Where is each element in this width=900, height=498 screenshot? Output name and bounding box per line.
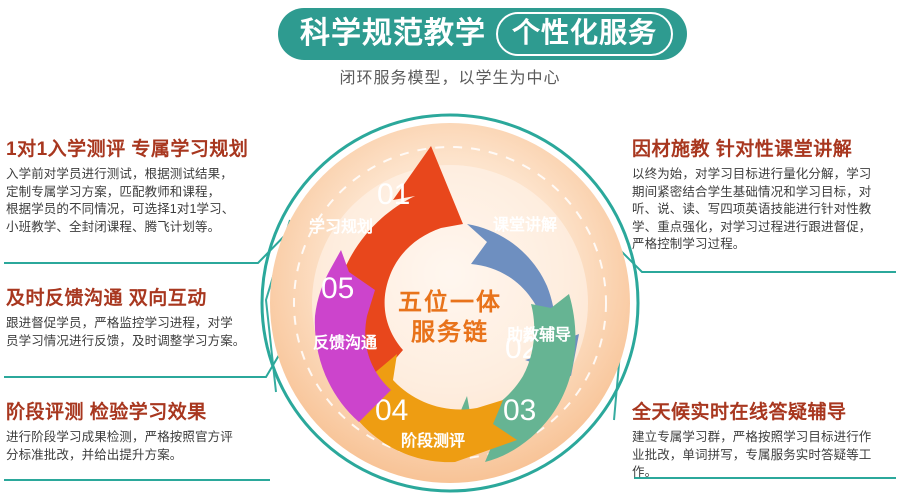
wheel-segment-05-label: 反馈沟通 — [313, 333, 377, 352]
wheel-segment-05[interactable]: 05 反馈沟通 — [313, 250, 391, 422]
header-badge-pill-text: 个性化服务 — [496, 12, 674, 56]
block-bottom-right: 全天候实时在线答疑辅导 建立专属学习群，严格按照学习目标进行作 业批改，单词拼写… — [632, 397, 898, 482]
wheel-segment-03-number: 03 — [503, 394, 536, 427]
block-bottom-right-line-3: 作。 — [632, 465, 658, 479]
wheel-segment-04-label: 阶段测评 — [401, 431, 465, 450]
block-middle-left-line-1: 跟进督促学员，严格监控学习进程，对学 — [6, 316, 233, 330]
wheel-segment-04[interactable]: 04 阶段测评 — [349, 354, 517, 463]
block-top-left-line-4: 小班教学、全封闭课程、腾飞计划等。 — [6, 219, 221, 234]
header: 科学规范教学 个性化服务 闭环服务模型，以学生为中心 — [0, 0, 900, 105]
block-middle-left: 及时反馈沟通 双向互动 跟进督促学员，严格监控学习进程，对学 员学习情况进行反馈… — [6, 283, 274, 350]
block-bottom-right-line-1: 建立专属学习群，严格按照学习目标进行作 — [632, 430, 872, 444]
header-subtitle: 闭环服务模型，以学生为中心 — [339, 70, 561, 87]
block-top-left-line-1: 入学前对学员进行测试，根据测试结果， — [6, 167, 233, 181]
block-top-right-line-5: 严格控制学习过程。 — [632, 237, 746, 251]
wheel-segment-01-label: 学习规划 — [309, 217, 373, 236]
block-top-left-line-2: 定制专属学习方案，匹配教师和课程， — [6, 184, 221, 199]
block-bottom-right-title: 全天候实时在线答疑辅导 — [632, 402, 847, 423]
connector-middle-left — [4, 349, 283, 378]
service-chain-wheel: 01 学习规划 02 课堂讲解 03 助教辅导 04 阶段测评 05 反馈沟通 — [260, 113, 640, 493]
wheel-center-line1: 五位一体 — [398, 288, 502, 316]
block-bottom-left-line-1: 进行阶段学习成果检测，严格按照官方评 — [6, 430, 233, 444]
block-bottom-left-title: 阶段评测 检验学习效果 — [6, 402, 207, 423]
block-bottom-right-line-2: 业批改，单词拼写，专属服务实时答疑等工 — [632, 447, 872, 462]
block-top-right-body: 以终为始，对学习目标进行量化分解，学习 期间紧密结合学生基础情况和学习目标，对 … — [632, 166, 898, 254]
block-top-right-line-1: 以终为始，对学习目标进行量化分解，学习 — [632, 167, 872, 181]
wheel-center-line2: 服务链 — [411, 318, 489, 346]
block-top-right-line-2: 期间紧密结合学生基础情况和学习目标，对 — [632, 184, 872, 199]
block-middle-left-title: 及时反馈沟通 双向互动 — [6, 288, 207, 309]
block-middle-left-body: 跟进督促学员，严格监控学习进程，对学 员学习情况进行反馈，及时调整学习方案。 — [6, 315, 274, 350]
block-top-right-title: 因材施教 针对性课堂讲解 — [632, 139, 853, 160]
wheel-segment-01[interactable]: 01 学习规划 — [309, 146, 463, 392]
wheel-segment-03-label: 助教辅导 — [507, 325, 571, 344]
wheel-segment-05-number: 05 — [321, 272, 354, 305]
block-top-left-title: 1对1入学测评 专属学习规划 — [6, 139, 249, 160]
block-top-left-body: 入学前对学员进行测试，根据测试结果， 定制专属学习方案，匹配教师和课程， 根据学… — [6, 166, 274, 236]
block-top-right-line-4: 学、重点强化，对学习过程进行跟进督促， — [632, 219, 872, 234]
wheel-segment-01-number: 01 — [377, 178, 410, 211]
block-top-right-line-3: 听、说、读、写四项英语技能进行针对性教 — [632, 202, 872, 216]
wheel-outer-ring — [260, 113, 640, 493]
block-top-left: 1对1入学测评 专属学习规划 入学前对学员进行测试，根据测试结果， 定制专属学习… — [6, 134, 274, 236]
wheel-dashed-guide — [293, 146, 607, 460]
block-bottom-left-line-2: 分标准批改，并给出提升方案。 — [6, 447, 183, 462]
header-badge-main-text: 科学规范教学 — [300, 17, 486, 50]
block-middle-left-line-2: 员学习情况进行反馈，及时调整学习方案。 — [6, 333, 246, 348]
header-badge: 科学规范教学 个性化服务 — [278, 8, 688, 60]
block-top-left-line-3: 根据学员的不同情况，可选择1对1学习、 — [6, 202, 235, 216]
block-bottom-left: 阶段评测 检验学习效果 进行阶段学习成果检测，严格按照官方评 分标准批改，并给出… — [6, 397, 274, 464]
wheel-segment-02-label: 课堂讲解 — [493, 215, 557, 234]
block-top-right: 因材施教 针对性课堂讲解 以终为始，对学习目标进行量化分解，学习 期间紧密结合学… — [632, 134, 898, 254]
block-bottom-right-body: 建立专属学习群，严格按照学习目标进行作 业批改，单词拼写，专属服务实时答疑等工 … — [632, 429, 898, 482]
block-bottom-left-body: 进行阶段学习成果检测，严格按照官方评 分标准批改，并给出提升方案。 — [6, 429, 274, 464]
